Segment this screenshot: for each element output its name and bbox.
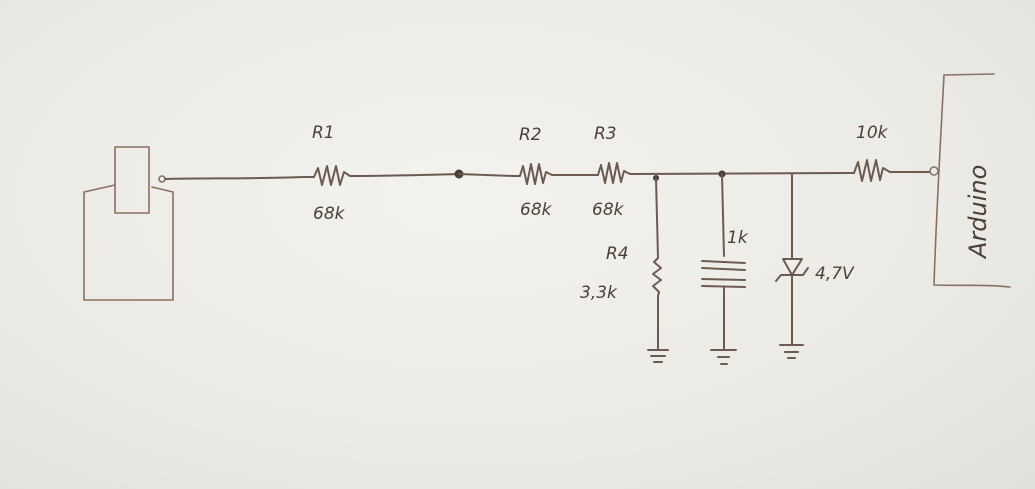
capacitor-value: 1k (727, 228, 749, 248)
wire-probe-r1 (164, 176, 305, 180)
arduino-label: Arduino (964, 165, 992, 260)
zener-value: 4,7V (815, 264, 855, 284)
sensor-probe (83, 146, 174, 301)
arduino-pin (929, 166, 939, 176)
wire-main-rail (629, 172, 849, 175)
resistor-r1 (303, 165, 351, 186)
ground-symbol-r4 (647, 349, 669, 363)
r2-value: 68k (520, 200, 553, 220)
resistor-r3 (593, 162, 631, 184)
arduino-box (933, 73, 1011, 288)
resistor-r2 (513, 163, 553, 185)
r4-label: R4 (606, 244, 629, 264)
r5-value: 10k (856, 123, 889, 143)
r3-value: 68k (592, 200, 625, 220)
zener-branch (775, 173, 809, 359)
r1-label: R1 (312, 123, 335, 143)
wire-r1-node (349, 173, 460, 177)
r3-label: R3 (594, 124, 617, 144)
resistor-r4-branch (647, 175, 669, 363)
resistor-10k (847, 159, 891, 182)
ground-symbol-cap (710, 349, 737, 365)
ground-symbol-zener (779, 344, 804, 359)
r1-value: 68k (313, 204, 346, 224)
capacitor-branch (701, 170, 746, 365)
wire-node-r2 (458, 173, 515, 177)
r2-label: R2 (519, 125, 542, 145)
r4-value: 3,3k (580, 283, 618, 303)
